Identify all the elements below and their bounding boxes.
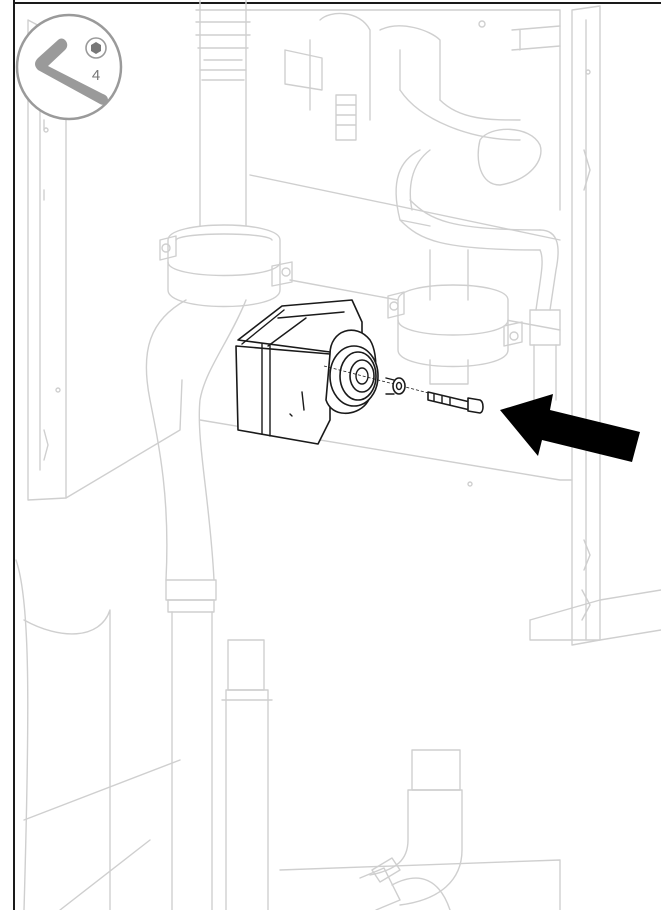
pipework: [145, 0, 561, 910]
mounting-washer: [385, 377, 406, 395]
direction-arrow-icon: [500, 394, 640, 462]
hex-nut-icon: [91, 42, 101, 54]
hex-key-icon: [35, 38, 108, 105]
socket-head-screw: [427, 391, 484, 414]
sensor-housing: [235, 299, 441, 445]
tool-size-label: 4: [92, 67, 100, 84]
tool-badge: 4: [15, 13, 123, 121]
